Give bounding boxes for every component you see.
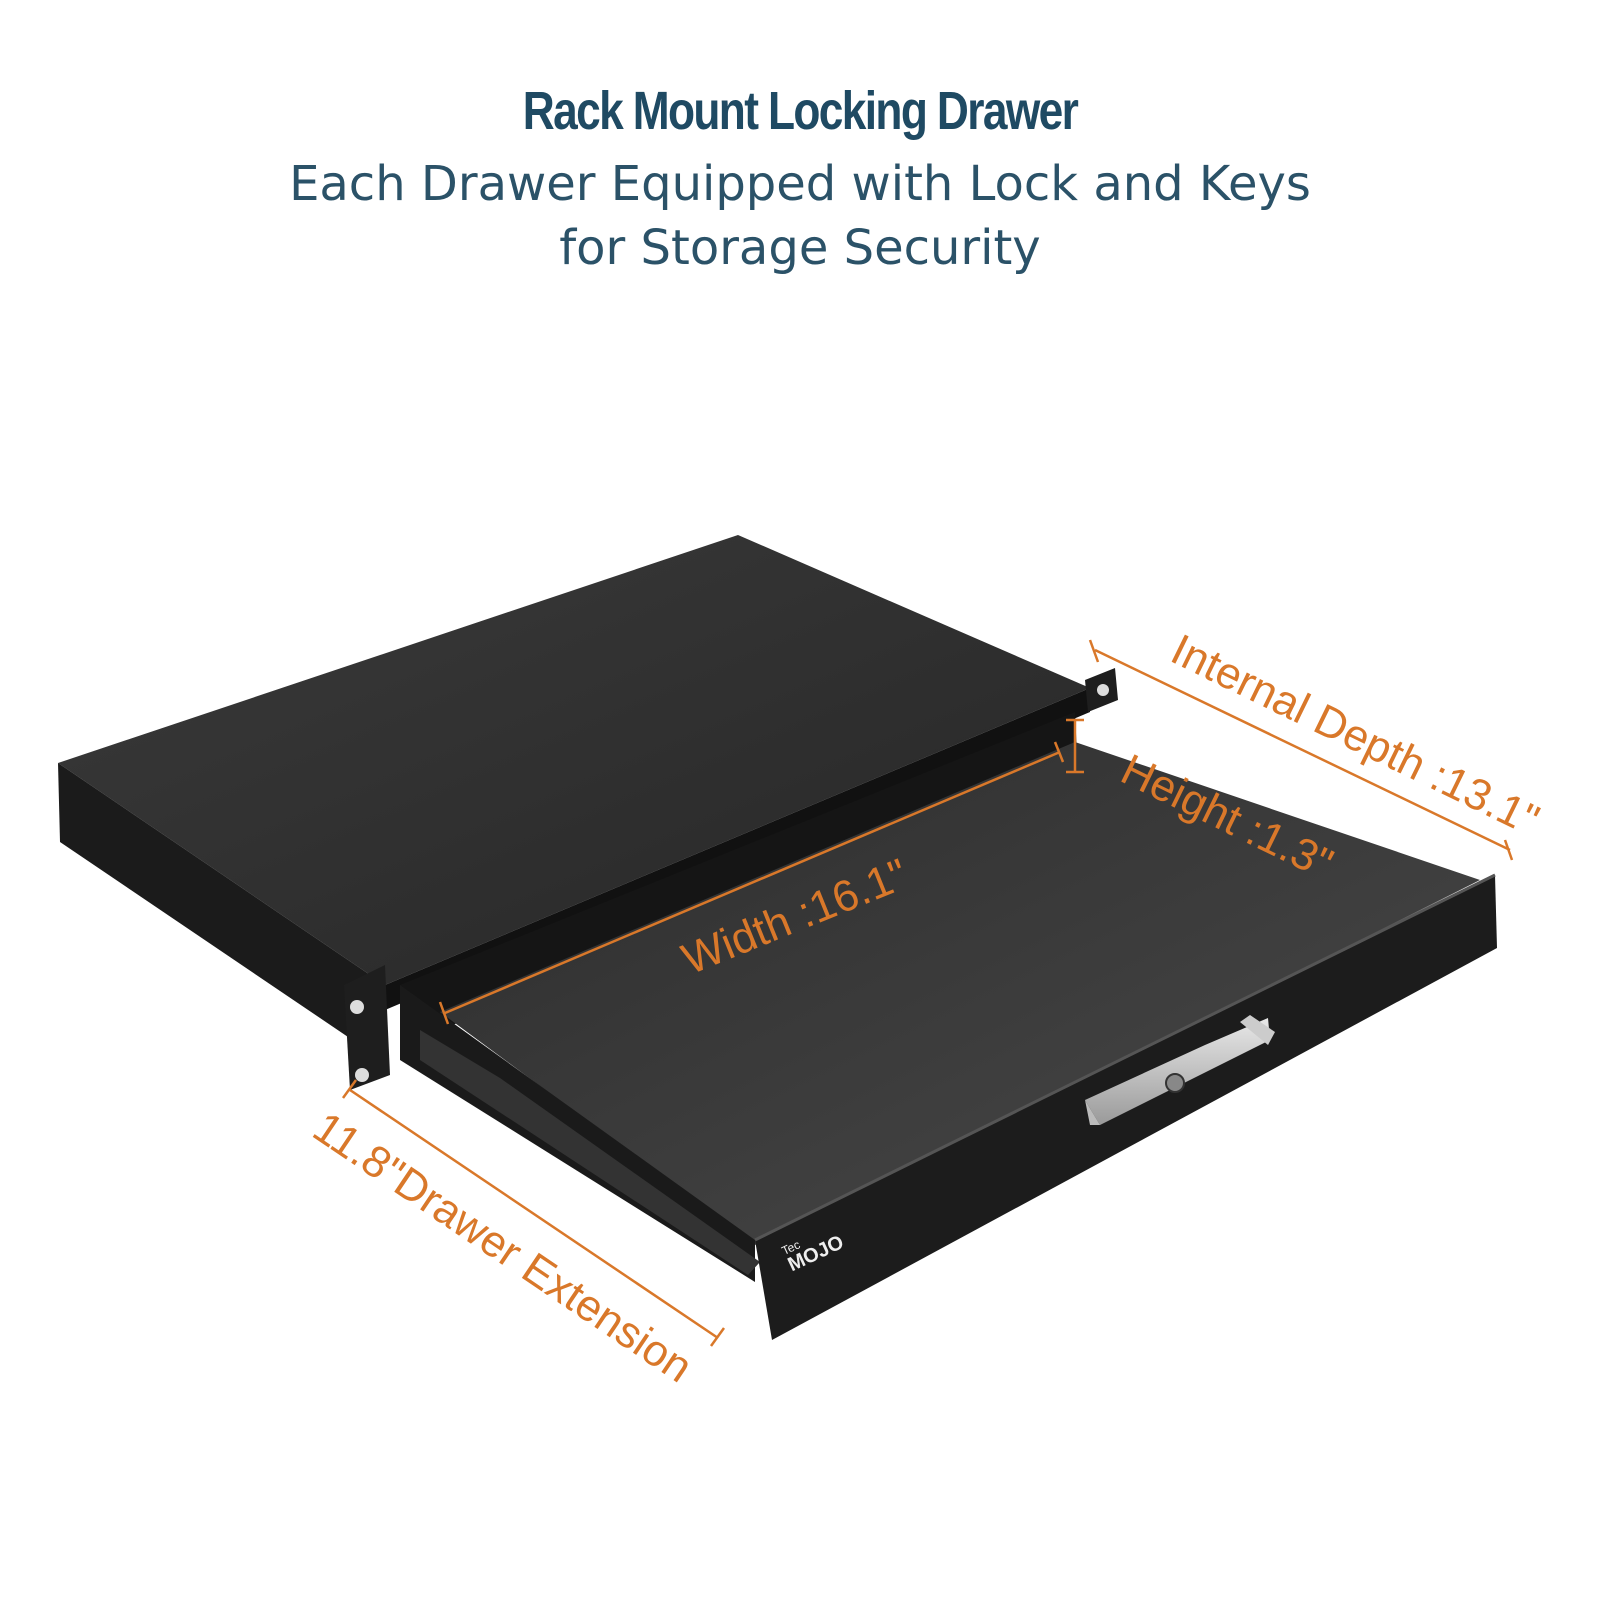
subtitle-line-1: Each Drawer Equipped with Lock and Keys <box>289 156 1311 212</box>
drawer-handle[interactable] <box>1085 1015 1275 1125</box>
slide-rail <box>420 1030 760 1275</box>
dimension-lines <box>341 639 1514 1347</box>
subtitle-line-2: for Storage Security <box>559 220 1041 276</box>
lock-icon <box>1165 1073 1185 1093</box>
subtitle: Each Drawer Equipped with Lock and Keys … <box>0 152 1600 280</box>
page-title: Rack Mount Locking Drawer <box>522 81 1079 141</box>
left-rack-ear <box>344 965 390 1090</box>
drawer-floor <box>440 742 1480 1245</box>
drawer: Tec MOJO <box>400 712 1497 1340</box>
